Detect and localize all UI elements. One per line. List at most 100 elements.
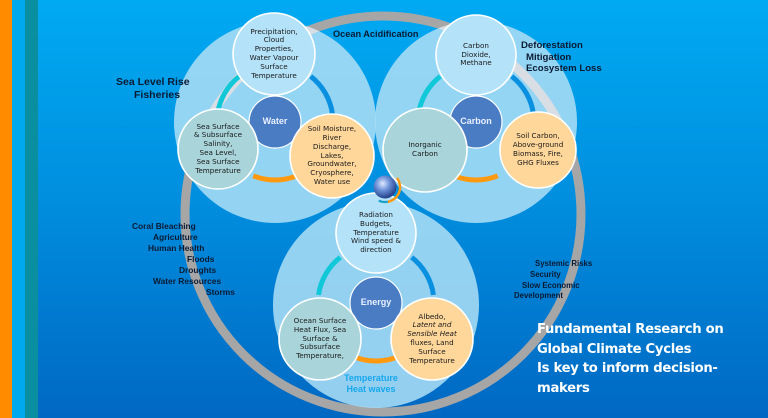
node-line: Latent and [412, 320, 452, 330]
node-line: Albedo, [418, 311, 446, 321]
carbon-core-label: Carbon [460, 116, 492, 126]
impact-human-health: Human Health [148, 243, 205, 253]
node-line: Temperature, [296, 351, 344, 361]
node-line: Cryosphere, [310, 168, 354, 178]
node-line: Sea Surface [196, 121, 240, 131]
tagline: Fundamental Research on Global Climate C… [537, 320, 724, 398]
node-line: Methane [460, 58, 492, 68]
node-line: Temperature [195, 165, 241, 175]
impact-water-resources: Water Resources [153, 276, 222, 286]
node-line: Sea Level, [199, 148, 237, 157]
impact-floods: Floods [187, 254, 215, 264]
node-line: & Subsurface [193, 130, 243, 140]
water-arc-blue [309, 74, 335, 115]
node-line: Surface & [302, 333, 338, 343]
impact-mitigation: Mitigation [526, 51, 572, 63]
node-line: Carbon [412, 149, 438, 158]
tagline-line-4: makers [537, 380, 590, 396]
impact-deforestation: Deforestation [521, 40, 583, 51]
node-line: Wind speed & [351, 236, 401, 246]
node-line: Cloud [263, 35, 285, 45]
impact-storms: Storms [206, 287, 235, 297]
node-line: Lakes, [320, 150, 344, 160]
node-line: Subsurface [299, 342, 341, 352]
node-line: Biomass, Fire, [513, 149, 563, 158]
node-line: direction [360, 245, 392, 255]
node-line: Temperature [251, 70, 297, 80]
impact-ecosystem-loss: Ecosystem Loss [526, 63, 602, 74]
energy-arc-blue [410, 255, 436, 296]
energy-core [349, 276, 403, 330]
globe-icon [368, 170, 402, 204]
water-core-label: Water [262, 116, 288, 126]
connecting-ring [180, 11, 586, 417]
node-line: River [322, 133, 342, 142]
energy-arc-cyan [316, 255, 342, 296]
node-line: Discharge, [312, 141, 352, 151]
water-node-top [232, 12, 316, 96]
carbon-arc-blue [510, 74, 536, 115]
impact-coral-bleaching: Coral Bleaching [132, 221, 196, 231]
node-line: Water Vapour [249, 53, 299, 62]
water-core [248, 95, 302, 149]
node-line: Radiation [359, 210, 393, 219]
impacts-right-lower: Systemic Risks Security Slow Economic De… [514, 259, 592, 302]
stripe-teal [25, 0, 38, 418]
node-line: Groundwater, [307, 159, 357, 169]
impact-sea-level-rise: Sea Level Rise [116, 76, 190, 88]
tagline-line-1: Fundamental Research on [537, 322, 724, 337]
impact-systemic-risks: Systemic Risks [535, 259, 593, 268]
tagline-line-3: Is key to inform decision- [537, 361, 718, 376]
node-line: Heat Flux, Sea [293, 324, 347, 334]
node-line: Dioxide, [461, 49, 491, 59]
energy-core-label: Energy [360, 297, 392, 307]
node-line: GHG Fluxes [517, 157, 559, 167]
impacts-energy-bottom: Temperature Heat waves [326, 373, 416, 395]
node-line: Sea Surface [196, 156, 240, 166]
impact-droughts: Droughts [179, 265, 217, 275]
node-line: Inorganic [408, 140, 442, 150]
water-node-left [177, 108, 259, 190]
impact-temperature: Temperature [344, 373, 398, 383]
node-line: Temperature [409, 355, 455, 365]
water-node-right [289, 113, 375, 199]
node-line: Soil Carbon, [516, 131, 560, 141]
impacts-left-lower: Coral Bleaching Agriculture Human Health… [132, 221, 235, 298]
node-line: Ocean Surface [293, 316, 347, 325]
node-line: Surface [418, 346, 446, 356]
impact-heat-waves: Heat waves [346, 384, 396, 394]
stripe-orange [0, 0, 12, 418]
node-line: Temperature [353, 227, 399, 237]
node-line: fluxes, Land [410, 338, 454, 347]
impacts-carbon-side: Deforestation Mitigation Ecosystem Loss [521, 40, 602, 75]
impact-development: Development [514, 291, 563, 301]
node-line: Sensible Heat [407, 329, 457, 339]
impacts-water-side: Sea Level Rise Fisheries [116, 76, 190, 102]
node-line: Precipitation, [250, 26, 298, 36]
stripe-light-blue [12, 0, 25, 418]
energy-node-right [390, 297, 474, 381]
carbon-node-top [435, 14, 517, 96]
impact-agriculture: Agriculture [153, 232, 198, 242]
node-line: Water use [313, 176, 351, 186]
energy-arc-orange [353, 354, 399, 364]
node-line: Salinity, [203, 139, 233, 149]
impact-ocean-acidification: Ocean Acidification [333, 29, 419, 39]
node-line: Budgets, [360, 218, 392, 228]
carbon-node-right [499, 111, 577, 189]
node-line: Properties, [254, 44, 294, 54]
node-line: Soil Moisture, [307, 124, 357, 134]
impact-fisheries: Fisheries [134, 89, 181, 101]
node-line: Above-ground [512, 140, 564, 150]
energy-node-left [278, 297, 362, 381]
impact-security: Security [530, 269, 561, 279]
